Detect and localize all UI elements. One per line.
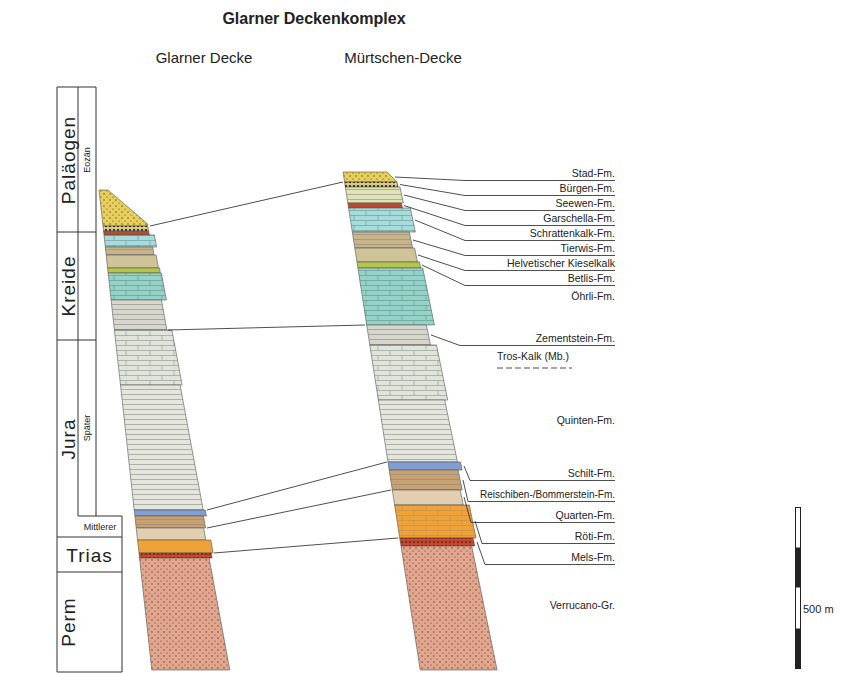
formation-name: Zementstein-Fm.: [536, 332, 615, 345]
leader-line: [418, 255, 615, 271]
leader-line: [413, 240, 615, 256]
formation-name: Schrattenkalk-Fm.: [530, 227, 615, 240]
formation-name: Tierwis-Fm.: [561, 242, 615, 255]
leader-line: [463, 480, 615, 502]
formation-name: Bürgen-Fm.: [560, 182, 615, 195]
column-heading: Mürtschen-Decke: [344, 51, 462, 64]
formation-name: Helvetischer Kieselkalk: [507, 257, 615, 270]
period-name: Jura: [58, 418, 77, 459]
period-name: Perm: [58, 597, 77, 646]
formation-name: Stad-Fm.: [572, 167, 615, 180]
formation-name: Schilt-Fm.: [568, 467, 615, 480]
period-name: Kreide: [58, 256, 77, 317]
column-heading: Glarner Decke: [156, 51, 253, 64]
scale-label: 500 m: [803, 603, 834, 616]
formation-name: Garschella-Fm.: [543, 212, 615, 225]
formation-name: Betlis-Fm.: [568, 272, 615, 285]
epoch-name: Später: [83, 415, 92, 442]
epoch-name: Mittlerer: [84, 522, 117, 531]
diagram-title: Glarner Deckenkomplex: [222, 12, 405, 25]
leader-line: [464, 466, 615, 481]
member-dashed-line: [497, 368, 572, 369]
time-scale-cell: Eozän: [78, 87, 96, 232]
formation-name: Seewen-Fm.: [555, 197, 615, 210]
period-name: Paläogen: [58, 115, 77, 203]
formation-name: Quinten-Fm.: [557, 414, 615, 427]
formation-name: Quarten-Fm.: [555, 509, 615, 522]
formation-name: Öhrli-Fm.: [571, 290, 615, 303]
time-scale-grid: [57, 87, 122, 672]
time-scale-cell: Perm: [57, 572, 78, 672]
leader-line: [475, 521, 615, 544]
formation-name: Röti-Fm.: [575, 530, 615, 543]
time-scale-cell: JuraSpäterMittlerer: [57, 340, 78, 537]
epoch-name: Eozän: [83, 147, 92, 173]
muertschen-column: [343, 172, 497, 670]
leader-line: [477, 542, 615, 565]
formation-name: Reischiben-/Bommerstein-Fm.: [480, 488, 615, 501]
scale-bar: [796, 508, 801, 669]
formation-name: Verrucano-Gr.: [550, 599, 615, 612]
formation-name: Mels-Fm.: [571, 551, 615, 564]
correlation-lines: [150, 182, 398, 553]
leader-line: [404, 195, 615, 211]
time-scale-cell: Kreide: [57, 232, 78, 340]
time-scale-cell: Trias: [57, 537, 122, 572]
time-scale-cell: Später: [78, 340, 96, 516]
formation-name: Tros-Kalk (Mb.): [497, 350, 569, 363]
period-name: Trias: [66, 545, 113, 564]
time-scale-cell: Mittlerer: [78, 516, 122, 537]
leader-line: [464, 497, 615, 523]
time-scale-cell: PaläogenEozän: [57, 87, 78, 232]
glarner-column: [99, 190, 230, 670]
